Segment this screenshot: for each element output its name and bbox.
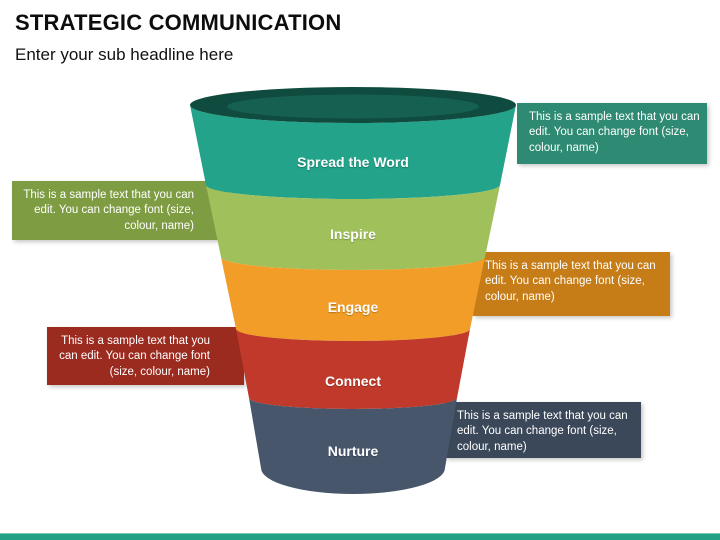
funnel-band-engage [221, 257, 485, 341]
callout-text: This is a sample text that you can edit.… [457, 410, 628, 453]
funnel-band-connect [236, 329, 470, 409]
callout-text: This is a sample text that you can edit.… [485, 260, 656, 303]
callout-nurture: This is a sample text that you can edit.… [445, 402, 641, 458]
footer-accent-bar [0, 533, 720, 540]
slide-header: STRATEGIC COMMUNICATION Enter your sub h… [15, 10, 341, 65]
callout-inspire: This is a sample text that you can edit.… [12, 181, 228, 240]
funnel-label-nurture: Nurture [327, 443, 379, 459]
funnel-label-spread-the-word: Spread the Word [297, 154, 409, 170]
funnel-label-connect: Connect [325, 373, 381, 389]
callout-text: This is a sample text that you can edit.… [529, 111, 700, 154]
funnel-band-nurture [249, 398, 457, 494]
callout-connect: This is a sample text that you can edit.… [47, 327, 244, 385]
callout-text: This is a sample text that you can edit.… [23, 189, 194, 232]
callout-engage: This is a sample text that you can edit.… [473, 252, 670, 316]
callout-spread-the-word: This is a sample text that you can edit.… [517, 103, 707, 164]
funnel-label-engage: Engage [327, 299, 379, 315]
funnel-label-inspire: Inspire [330, 226, 376, 242]
funnel-band-spread-the-word [190, 105, 516, 199]
funnel-top-inner [227, 94, 479, 119]
slide-title: STRATEGIC COMMUNICATION [15, 10, 342, 35]
callout-text: This is a sample text that you can edit.… [59, 335, 210, 378]
funnel-band-inspire [206, 185, 500, 270]
slide-subtitle: Enter your sub headline here [15, 45, 234, 64]
